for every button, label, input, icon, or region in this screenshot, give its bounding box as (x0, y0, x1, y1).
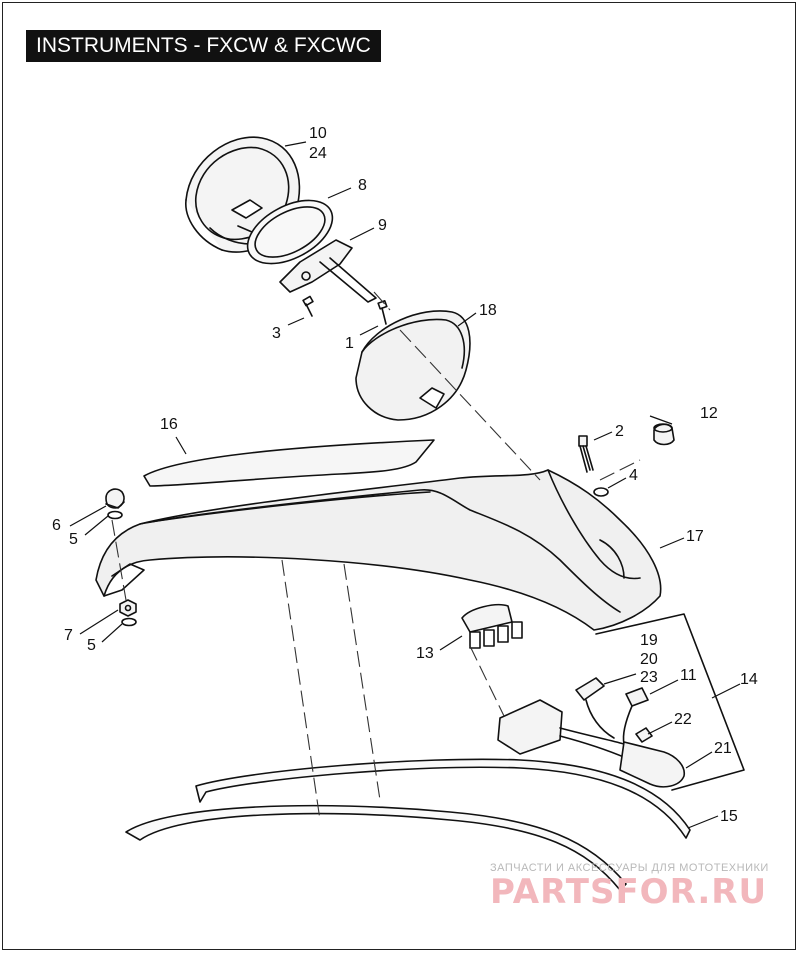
connector-13 (461, 603, 523, 649)
callout-9: 9 (378, 217, 387, 234)
acorn-nut-6 (105, 488, 125, 509)
callout-13: 13 (416, 645, 434, 662)
hex-nut-7 (119, 599, 137, 617)
callout-7: 7 (64, 627, 73, 644)
alignment-lines (111, 291, 641, 821)
callout-2: 2 (615, 423, 624, 440)
callout-15: 15 (720, 808, 738, 825)
callout-4: 4 (629, 467, 638, 484)
screw-1 (377, 300, 388, 325)
kit-bracket-14 (595, 613, 745, 791)
gauge-housing (355, 310, 471, 421)
dash-console (95, 469, 662, 631)
washer-5-upper (107, 510, 123, 520)
watermark-tagline: ЗАПЧАСТИ И АКСЕССУАРЫ ДЛЯ МОТОТЕХНИКИ (490, 862, 769, 874)
callout-6: 6 (52, 517, 61, 534)
grommet-12 (653, 423, 675, 446)
callout-18: 18 (479, 302, 497, 319)
callout-21: 21 (714, 740, 732, 757)
bolt-2 (578, 435, 594, 473)
callout-16: 16 (160, 416, 178, 433)
screw-3 (302, 295, 314, 317)
callout-17: 17 (686, 528, 704, 545)
callout-5-upper: 5 (69, 531, 78, 548)
callout-11: 11 (680, 667, 697, 684)
leader-lines (69, 141, 741, 829)
page-title: INSTRUMENTS - FXCW & FXCWC (26, 30, 381, 62)
washer-5-lower (121, 617, 137, 627)
callout-24: 24 (309, 145, 327, 162)
callout-10: 10 (309, 125, 327, 142)
callout-1: 1 (345, 335, 354, 352)
callout-5-lower: 5 (87, 637, 96, 654)
gauge-gasket (246, 199, 334, 265)
callout-3: 3 (272, 325, 281, 342)
console-lens-strip (143, 439, 435, 487)
trim-strip-15 (125, 758, 691, 891)
callout-20: 20 (640, 651, 658, 668)
callout-19: 19 (640, 632, 658, 649)
callout-14: 14 (740, 671, 758, 688)
gauge-bracket (279, 239, 377, 303)
callout-12: 12 (700, 405, 718, 422)
watermark-logo: PARTSFOR.RU (490, 872, 768, 912)
callout-8: 8 (358, 177, 367, 194)
callout-23: 23 (640, 669, 658, 686)
wiring-harness-14 (497, 677, 686, 788)
callout-22: 22 (674, 711, 692, 728)
washer-4 (593, 487, 609, 497)
